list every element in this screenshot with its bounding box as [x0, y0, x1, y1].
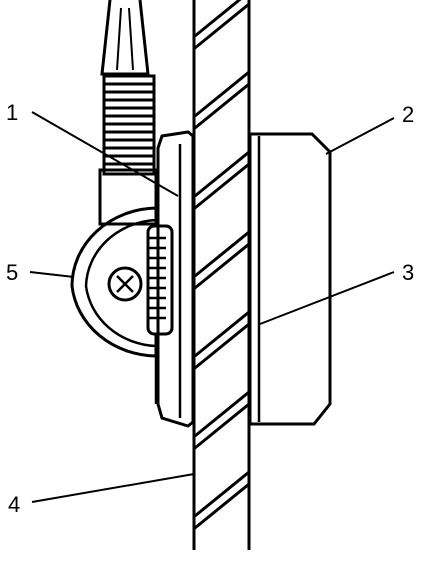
cable-lead	[98, 0, 158, 226]
panel-hatching	[194, 0, 249, 531]
leader-1	[31, 111, 179, 197]
panel-section	[192, 0, 251, 550]
callout-4-label: 4	[8, 492, 20, 517]
callout-5-label: 5	[6, 260, 18, 285]
callout-1-label: 1	[6, 100, 18, 125]
callout-3-label: 3	[402, 260, 414, 285]
base-plate	[154, 130, 195, 428]
mounting-body	[248, 132, 332, 426]
leader-3	[259, 271, 395, 325]
callout-leaders	[29, 111, 395, 503]
callout-2-label: 2	[402, 102, 414, 127]
leader-5	[29, 271, 75, 278]
mounting-clip	[70, 206, 174, 358]
leader-2	[325, 117, 395, 155]
leader-4	[31, 473, 195, 503]
